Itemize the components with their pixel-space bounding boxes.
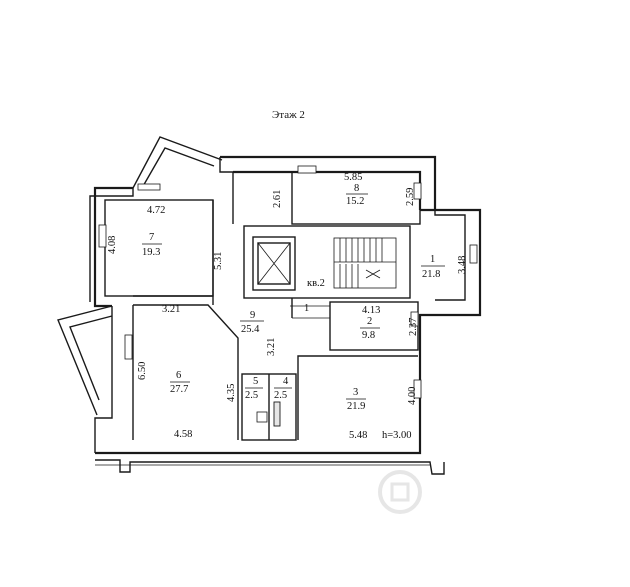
- staircase-icon: [333, 237, 397, 289]
- dimension-label: 6.50: [137, 362, 148, 380]
- room-area: 15.2: [346, 196, 364, 207]
- room-number: 4: [283, 376, 289, 387]
- dimension-labels: 5.85 2.61 2.59 4.72 4.08 5.31 3.48 3.21 …: [107, 172, 468, 441]
- room-area: 2.5: [274, 390, 287, 401]
- dimension-label: 4.00: [407, 387, 418, 405]
- dimension-label: 2.61: [272, 190, 283, 208]
- room-area: 21.9: [347, 401, 365, 412]
- dimension-label: 4.08: [107, 236, 118, 254]
- dimension-label: 4.13: [362, 305, 380, 316]
- elevator-shaft-icon: [257, 242, 291, 285]
- floor-label: Этаж 2: [272, 109, 305, 121]
- dimension-label: 1: [304, 303, 309, 314]
- dimension-label: 3.21: [162, 304, 180, 315]
- room-number: 1: [430, 254, 435, 265]
- dimension-label: 5.31: [213, 252, 224, 270]
- dimension-label: 5.85: [344, 172, 362, 183]
- room-number: 9: [250, 310, 255, 321]
- dimension-label: 5.48: [349, 430, 367, 441]
- toilet-icon: [256, 401, 281, 427]
- room-area: 25.4: [241, 324, 260, 335]
- dimension-label: 4.72: [147, 205, 165, 216]
- dimension-label: 2.59: [405, 188, 416, 206]
- dimension-label: 3.21: [266, 338, 277, 356]
- room-area: 2.5: [245, 390, 258, 401]
- ceiling-height-label: h=3.00: [382, 430, 412, 441]
- room-area: 19.3: [142, 247, 160, 258]
- room-labels: 1 21.8 2 9.8 3 21.9 4 2.5 5 2.5 6 27.7 7…: [142, 183, 445, 412]
- room-area: 9.8: [362, 330, 375, 341]
- dimension-label: 2.37: [408, 318, 419, 336]
- dimension-label: 3.48: [457, 256, 468, 274]
- room-number: 5: [253, 376, 258, 387]
- windows: [98, 165, 478, 399]
- dimension-label: 4.58: [174, 429, 192, 440]
- dimension-label: 4.35: [226, 384, 237, 402]
- apartment-label: кв.2: [307, 278, 325, 289]
- room-number: 7: [149, 232, 154, 243]
- room-number: 8: [354, 183, 359, 194]
- room-area: 21.8: [422, 269, 440, 280]
- room-number: 3: [353, 387, 358, 398]
- room-number: 2: [367, 316, 372, 327]
- room-area: 27.7: [170, 384, 188, 395]
- watermark: [378, 470, 422, 514]
- room-number: 6: [176, 370, 181, 381]
